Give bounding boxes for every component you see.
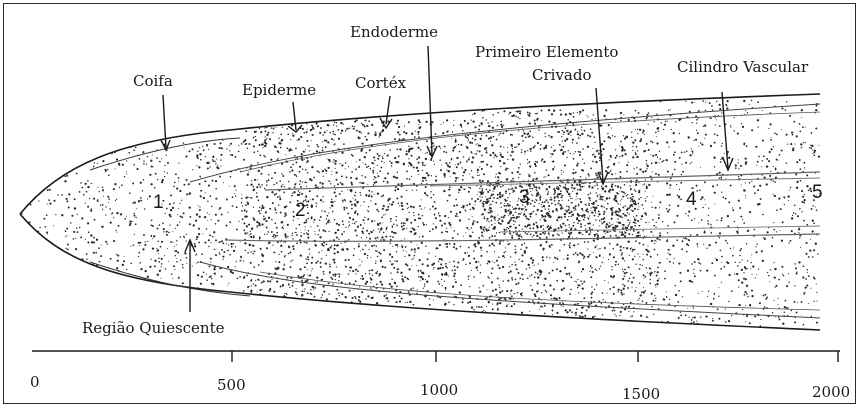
cortex-arrow: [386, 96, 390, 124]
zone-1: 1: [153, 192, 164, 213]
tick-label-500: 500: [217, 376, 246, 394]
tick-label-1000: 1000: [420, 381, 458, 399]
epidermis-line-bottom-2: [260, 272, 820, 310]
primeiro-elemento-label: Primeiro Elemento: [475, 43, 618, 61]
cortex-label: Cortéx: [355, 74, 407, 92]
zone-3: 3: [519, 187, 530, 208]
tick-label-2000: 2000: [812, 383, 850, 401]
cilindro-arrow: [722, 92, 728, 168]
vascular-line-top: [265, 172, 820, 190]
scale-ticks: [232, 351, 838, 362]
zone-2: 2: [295, 200, 306, 221]
zone-5: 5: [812, 182, 823, 203]
coifa-label: Coifa: [133, 72, 173, 90]
epiderme-label: Epiderme: [242, 81, 316, 99]
epidermis-line-bottom: [200, 262, 820, 318]
regiao-quiescente-label: Região Quiescente: [82, 319, 225, 337]
coifa-arrow: [163, 95, 166, 148]
tick-label-0: 0: [30, 373, 40, 391]
crivado-arrow: [596, 88, 603, 182]
epiderme-arrow: [293, 102, 296, 130]
tick-label-1500: 1500: [622, 385, 660, 403]
endoderme-label: Endoderme: [350, 23, 438, 41]
zone-4: 4: [686, 189, 697, 210]
crivado-label-text: Crivado: [532, 66, 592, 84]
cilindro-vascular-label: Cilindro Vascular: [677, 58, 809, 76]
